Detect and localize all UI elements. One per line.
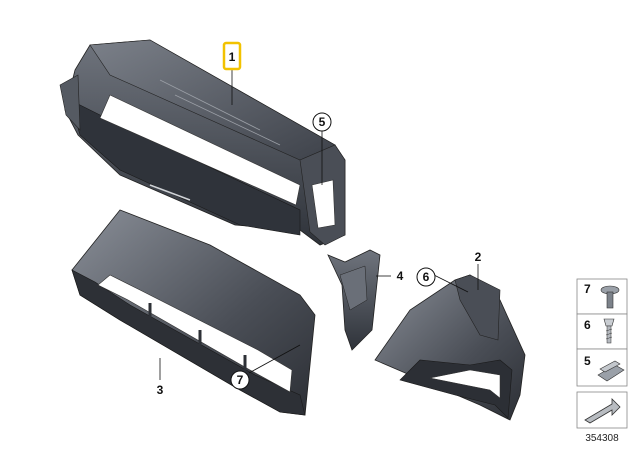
callout-7[interactable]: 7: [230, 370, 250, 390]
part-4-air-guide-bracket: [327, 249, 381, 351]
legend-item-6-label: 6: [584, 318, 591, 332]
part-2-side-air-duct: [374, 274, 526, 421]
legend-item-7[interactable]: 7: [576, 278, 628, 315]
callout-2-label: 2: [475, 250, 482, 264]
next-page-arrow-button[interactable]: [576, 391, 628, 429]
next-page-arrow-icon: [584, 398, 621, 424]
callout-1[interactable]: 1: [222, 41, 242, 71]
callout-6[interactable]: 6: [416, 267, 436, 287]
diagram-number: 354308: [585, 433, 619, 444]
callout-6-label: 6: [423, 270, 430, 284]
callout-5[interactable]: 5: [312, 112, 332, 132]
callout-3-label: 3: [157, 383, 164, 397]
fastener-legend: 7 6 5: [576, 278, 628, 444]
callout-2[interactable]: 2: [475, 250, 482, 264]
clip-nut-icon: [597, 360, 625, 382]
callout-7-label: 7: [237, 373, 244, 387]
callout-5-label: 5: [319, 115, 326, 129]
callout-4[interactable]: 4: [397, 269, 404, 283]
push-rivet-icon: [600, 285, 620, 309]
screw-icon: [603, 318, 615, 344]
leader-lines: [159, 69, 479, 380]
part-3-lower-air-duct: [71, 209, 316, 416]
legend-item-5-label: 5: [584, 354, 591, 368]
part-1-air-duct-frame: [59, 39, 346, 246]
legend-item-5[interactable]: 5: [576, 348, 628, 387]
callout-1-label: 1: [229, 50, 236, 64]
callout-3[interactable]: 3: [157, 383, 164, 397]
callout-4-label: 4: [397, 269, 404, 283]
legend-item-7-label: 7: [584, 282, 591, 296]
legend-item-6[interactable]: 6: [576, 313, 628, 350]
